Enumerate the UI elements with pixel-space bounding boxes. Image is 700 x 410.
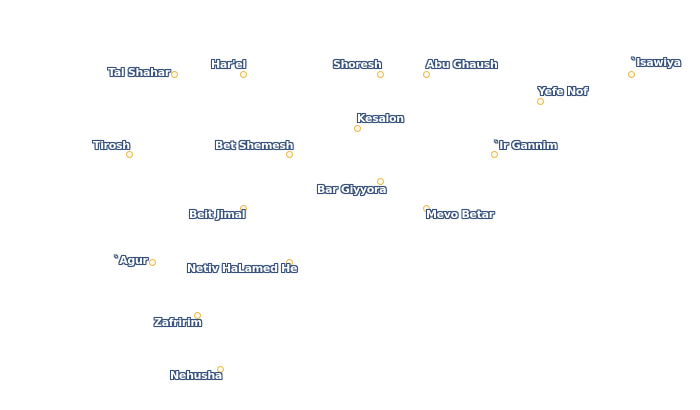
place-label: Shoresh <box>333 58 382 71</box>
place-label: Tal Shahar <box>108 66 170 79</box>
place-label: Tirosh <box>93 139 130 152</box>
place-marker[interactable] <box>536 97 544 105</box>
place-marker[interactable] <box>216 365 224 373</box>
place-marker[interactable] <box>148 258 156 266</box>
place-label: Yefe Nof <box>538 85 588 98</box>
place-marker[interactable] <box>285 150 293 158</box>
place-label: Mevo Betar <box>426 208 494 221</box>
place-label: Netiv HaLamed He <box>187 262 298 275</box>
place-marker[interactable] <box>285 258 293 266</box>
place-marker[interactable] <box>125 150 133 158</box>
place-marker[interactable] <box>422 204 430 212</box>
place-label: `Agur <box>114 254 148 267</box>
place-label: Bet Shemesh <box>215 139 294 152</box>
place-marker[interactable] <box>627 70 635 78</box>
place-marker[interactable] <box>193 311 201 319</box>
place-label: Bar Giyyora <box>317 183 387 196</box>
place-marker[interactable] <box>239 70 247 78</box>
place-marker[interactable] <box>239 204 247 212</box>
place-label: Zafririm <box>154 316 202 329</box>
place-label: Nehusha <box>170 369 223 382</box>
place-label: `Isawiya <box>631 56 681 69</box>
place-label: Beit Jimal <box>189 208 246 221</box>
place-label: `Ir Gannim <box>494 139 558 152</box>
place-marker[interactable] <box>376 177 384 185</box>
place-marker[interactable] <box>422 70 430 78</box>
place-marker[interactable] <box>353 124 361 132</box>
place-label: Kesalon <box>357 112 404 125</box>
place-marker[interactable] <box>376 70 384 78</box>
place-marker[interactable] <box>170 70 178 78</box>
place-label: Abu Ghaush <box>426 58 498 71</box>
place-marker[interactable] <box>490 150 498 158</box>
place-label: Har'el <box>211 58 246 71</box>
